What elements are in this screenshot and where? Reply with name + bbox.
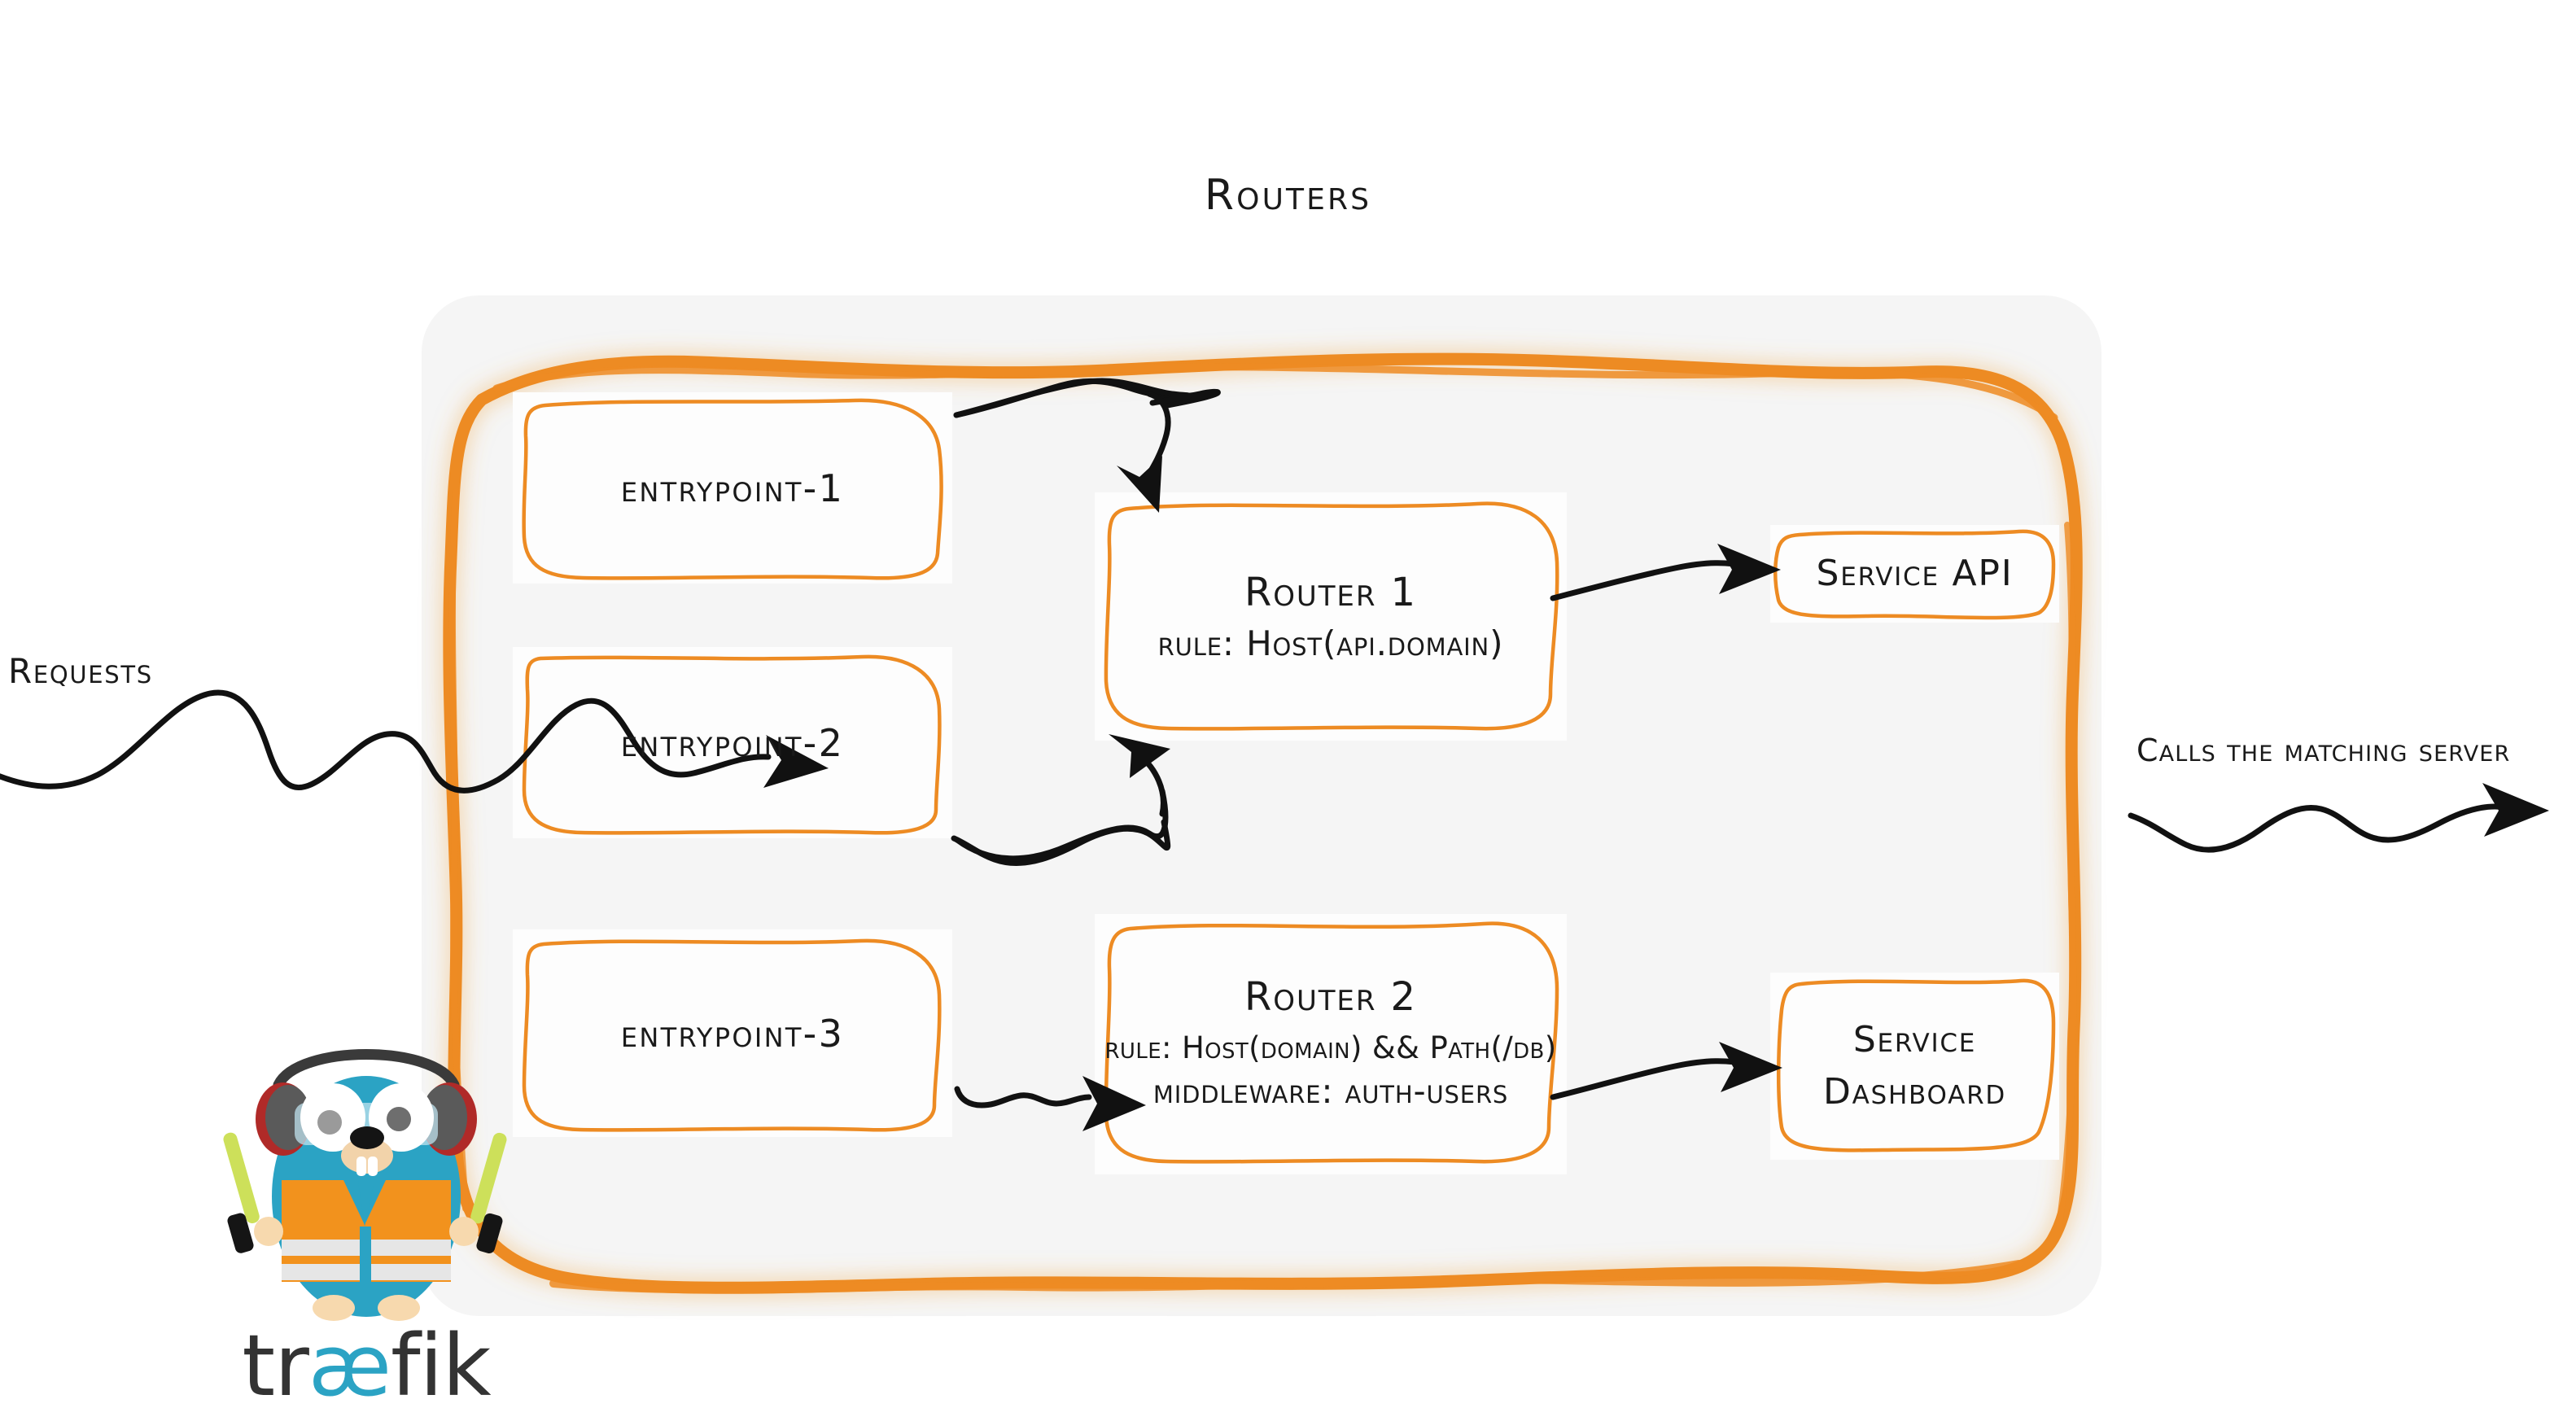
service-api-content: Service API <box>1802 548 2028 600</box>
router-2-content: Router 2 rule: Host(domain) && Path(/db)… <box>1091 974 1572 1115</box>
entrypoint-1-node[interactable]: entrypoint-1 <box>513 392 952 584</box>
router-2-middleware: middleware: auth-users <box>1152 1070 1509 1111</box>
logo-text-prefix: tr <box>242 1316 309 1408</box>
gopher-muzzle <box>341 1138 393 1174</box>
headphone-band <box>273 1049 460 1091</box>
logo-text-ligature: æ <box>308 1316 391 1408</box>
entrypoint-2-label: entrypoint-2 <box>620 720 845 765</box>
calls-arrow-head <box>2482 783 2549 837</box>
router-2-node[interactable]: Router 2 rule: Host(domain) && Path(/db)… <box>1095 914 1567 1174</box>
gopher-pupil-right <box>387 1107 411 1131</box>
entrypoint-1-content: entrypoint-1 <box>606 466 859 510</box>
calls-matching-server-label: Calls the matching server <box>2136 732 2511 768</box>
logo-text-suffix: fik <box>390 1316 492 1408</box>
service-dashboard-node[interactable]: Service Dashboard <box>1770 973 2059 1160</box>
service-dashboard-label-line2: Dashboard <box>1822 1071 2007 1113</box>
router-2-title: Router 2 <box>1244 973 1418 1020</box>
router-1-node[interactable]: Router 1 rule: Host(api.domain) <box>1095 492 1567 741</box>
entrypoint-2-content: entrypoint-2 <box>606 721 859 765</box>
service-dashboard-label-line1: Service <box>1852 1019 1977 1061</box>
gopher-mascot-icon <box>223 1049 507 1321</box>
gopher-hand-left <box>254 1217 283 1246</box>
gopher-tooth-right <box>368 1157 378 1176</box>
entrypoint-3-node[interactable]: entrypoint-3 <box>513 929 952 1137</box>
gopher-foot-right <box>378 1295 420 1321</box>
router-1-rule: rule: Host(api.domain) <box>1157 623 1504 663</box>
safety-vest <box>282 1180 451 1285</box>
entrypoint-2-node[interactable]: entrypoint-2 <box>513 647 952 838</box>
entrypoint-3-content: entrypoint-3 <box>606 1012 859 1056</box>
router-1-title: Router 1 <box>1244 570 1417 615</box>
entrypoint-1-label: entrypoint-1 <box>620 466 845 510</box>
service-api-label: Service API <box>1816 553 2014 595</box>
router-1-content: Router 1 rule: Host(api.domain) <box>1144 570 1519 663</box>
marshalling-wand-left <box>223 1132 260 1253</box>
gopher-pupil-left <box>317 1110 342 1135</box>
service-api-node[interactable]: Service API <box>1770 525 2059 623</box>
router-2-rule: rule: Host(domain) && Path(/db) <box>1104 1030 1557 1065</box>
gopher-nose <box>350 1126 384 1149</box>
page-title: Routers <box>1204 171 1372 220</box>
gopher-tooth-left <box>356 1157 366 1176</box>
entrypoint-3-label: entrypoint-3 <box>620 1011 845 1056</box>
traefik-logotype: træfik <box>220 1323 513 1408</box>
calls-arrow-path <box>2128 803 2508 853</box>
gopher-foot-left <box>313 1295 355 1321</box>
traefik-brand: træfik <box>220 1021 513 1408</box>
marshalling-wand-right <box>470 1132 507 1253</box>
requests-label: Requests <box>8 651 153 691</box>
service-dashboard-content: Service Dashboard <box>1808 1014 2021 1118</box>
gopher-hand-right <box>449 1217 479 1246</box>
